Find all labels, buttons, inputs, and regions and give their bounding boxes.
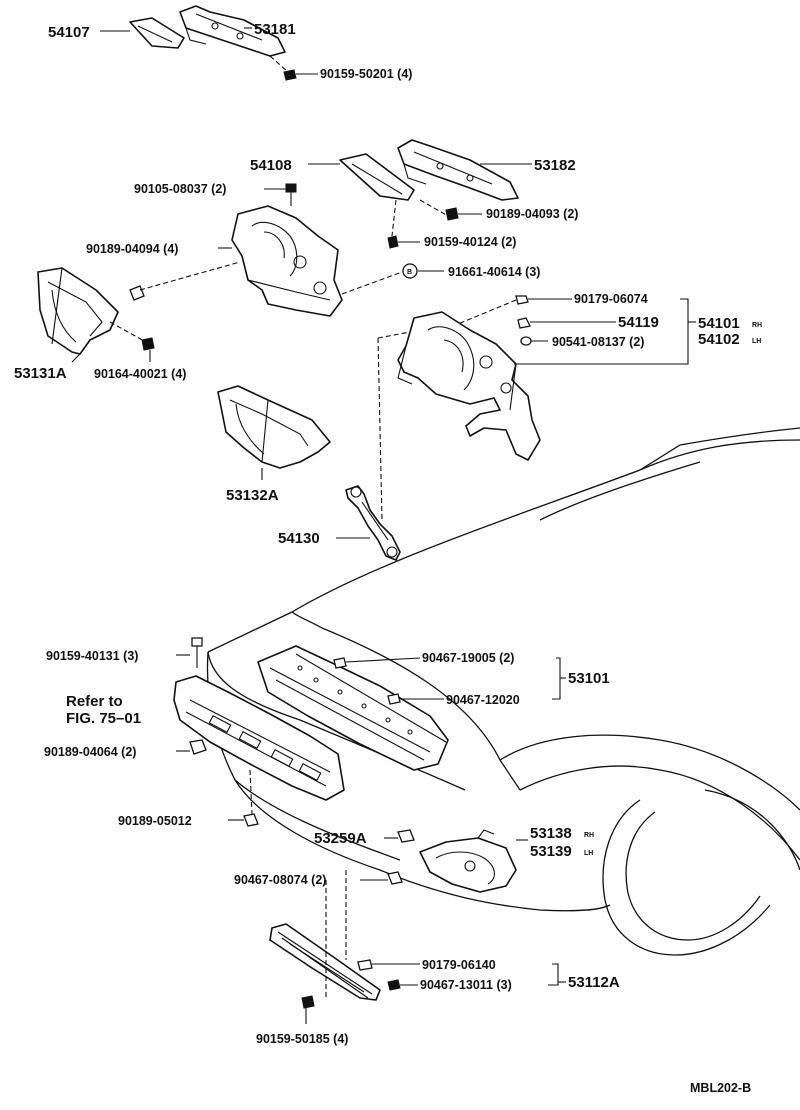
- fastener-90164-40021-icon: [141, 337, 155, 351]
- part-53181-bracket[interactable]: [179, 5, 286, 57]
- label-54101-side: RH: [752, 322, 762, 329]
- label-90189-04093: 90189-04093 (2): [486, 207, 578, 221]
- label-53138-side: RH: [584, 832, 594, 839]
- label-90159-50185: 90159-50185 (4): [256, 1032, 348, 1046]
- part-53138-53139-bracket[interactable]: [419, 829, 517, 893]
- label-90189-04064: 90189-04064 (2): [44, 745, 136, 759]
- label-90159-40131: 90159-40131 (3): [46, 649, 138, 663]
- label-90467-19005: 90467-19005 (2): [422, 651, 514, 665]
- part-54108-seal[interactable]: [339, 153, 415, 201]
- label-53139-side: LH: [584, 850, 593, 857]
- label-53259A: 53259A: [314, 830, 367, 847]
- fastener-90159-50201-icon: [283, 69, 297, 81]
- part-front-bumper-reinforcement[interactable]: [173, 675, 345, 801]
- fastener-54119-icon: [517, 317, 531, 329]
- part-53132A-headlamp-housing[interactable]: [217, 385, 331, 469]
- part-54130-hood-lock-cable[interactable]: [345, 485, 401, 561]
- label-53131A: 53131A: [14, 365, 67, 382]
- label-54102-side: LH: [752, 338, 761, 345]
- label-53181: 53181: [254, 21, 296, 38]
- fastener-90159-50185-icon: [301, 995, 315, 1009]
- label-90179-06140: 90179-06140: [422, 958, 496, 972]
- label-53139: 53139: [530, 843, 572, 860]
- fastener-53259A-icon: [397, 829, 415, 843]
- fastener-90467-12020-icon: [387, 693, 401, 705]
- part-53101-radiator-grille[interactable]: [257, 645, 449, 771]
- label-53138: 53138: [530, 825, 572, 842]
- fastener-90541-08137-icon: [520, 336, 532, 346]
- part-headlamp-bracket-left[interactable]: [231, 205, 343, 317]
- label-refer-fig: FIG. 75–01: [66, 710, 141, 727]
- part-53131A-headlamp-housing[interactable]: [37, 267, 119, 355]
- label-90159-40124: 90159-40124 (2): [424, 235, 516, 249]
- fastener-90189-04064-icon: [189, 739, 207, 755]
- fastener-90159-40124-icon: [387, 235, 399, 249]
- label-53132A: 53132A: [226, 487, 279, 504]
- label-90159-50201: 90159-50201 (4): [320, 67, 412, 81]
- label-90541-08137: 90541-08137 (2): [552, 335, 644, 349]
- label-90189-05012: 90189-05012: [118, 814, 192, 828]
- fastener-90189-05012-icon: [243, 813, 259, 827]
- label-54107: 54107: [48, 24, 90, 41]
- labels: 54107 53181 90159-50201 (4) 54108 53182 …: [14, 21, 762, 1095]
- label-figure-code: MBL202-B: [690, 1081, 751, 1095]
- label-90467-13011: 90467-13011 (3): [420, 978, 512, 992]
- f91661-mark: B: [407, 269, 412, 276]
- label-54102: 54102: [698, 331, 740, 348]
- label-54101: 54101: [698, 315, 740, 332]
- fastener-91661-40614-icon: B: [402, 263, 418, 279]
- part-53112A-lower-grille[interactable]: [269, 923, 381, 1001]
- car-body-outline: [206, 427, 800, 956]
- fastener-90179-06074-icon: [515, 295, 529, 305]
- fastener-90189-04094-icon: [129, 285, 145, 301]
- label-54119: 54119: [618, 314, 659, 331]
- part-54101-54102-headlamp-bracket[interactable]: [397, 311, 541, 461]
- part-53182-bracket[interactable]: [397, 139, 519, 201]
- label-90189-04094: 90189-04094 (4): [86, 242, 178, 256]
- fastener-90105-08037-icon: [285, 183, 297, 206]
- label-53182: 53182: [534, 157, 576, 174]
- label-90105-08037: 90105-08037 (2): [134, 182, 226, 196]
- label-54108: 54108: [250, 157, 292, 174]
- label-90164-40021: 90164-40021 (4): [94, 367, 186, 381]
- part-54107-seal[interactable]: [129, 17, 185, 49]
- label-90179-06074: 90179-06074: [574, 292, 648, 306]
- label-54130: 54130: [278, 530, 320, 547]
- fastener-90159-40131-icon: [191, 637, 203, 668]
- label-91661-40614: 91661-40614 (3): [448, 265, 540, 279]
- fastener-90467-19005-icon: [333, 657, 347, 669]
- label-90467-08074: 90467-08074 (2): [234, 873, 326, 887]
- label-refer-to: Refer to: [66, 693, 123, 710]
- fastener-90179-06140-icon: [357, 959, 373, 971]
- fastener-90467-13011-icon: [387, 979, 401, 991]
- fastener-90467-08074-icon: [387, 871, 403, 885]
- label-53112A: 53112A: [568, 974, 620, 991]
- fastener-90189-04093-icon: [445, 207, 459, 221]
- label-90467-12020: 90467-12020: [446, 693, 520, 707]
- label-53101: 53101: [568, 670, 610, 687]
